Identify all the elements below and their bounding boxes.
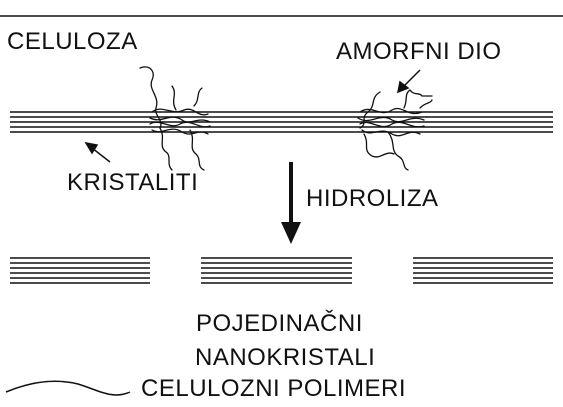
- nanocrystal-left: [10, 258, 150, 283]
- cellulose-fiber-bundle: [10, 112, 553, 132]
- amorphous-region-right: [358, 90, 432, 170]
- label-nanocrystals-line2: NANOKRISTALI: [195, 346, 375, 370]
- label-cellulose: CELULOZA: [7, 30, 138, 54]
- amorphous-pointer-arrow: [398, 70, 420, 92]
- label-amorphous-part: AMORFNI DIO: [336, 40, 502, 64]
- hydrolysis-arrow: [281, 162, 301, 244]
- nanocrystal-right: [413, 258, 553, 283]
- label-hydrolysis: HIDROLIZA: [306, 187, 439, 211]
- amorphous-region-left: [140, 67, 210, 170]
- crystallites-pointer-arrow: [86, 143, 110, 162]
- label-crystallites: KRISTALITI: [67, 171, 198, 195]
- polymer-legend-wave: [6, 381, 130, 395]
- nanocrystal-middle: [201, 258, 352, 283]
- label-polymers-legend: CELULOZNI POLIMERI: [141, 377, 406, 401]
- label-nanocrystals-line1: POJEDINAČNI: [196, 312, 363, 336]
